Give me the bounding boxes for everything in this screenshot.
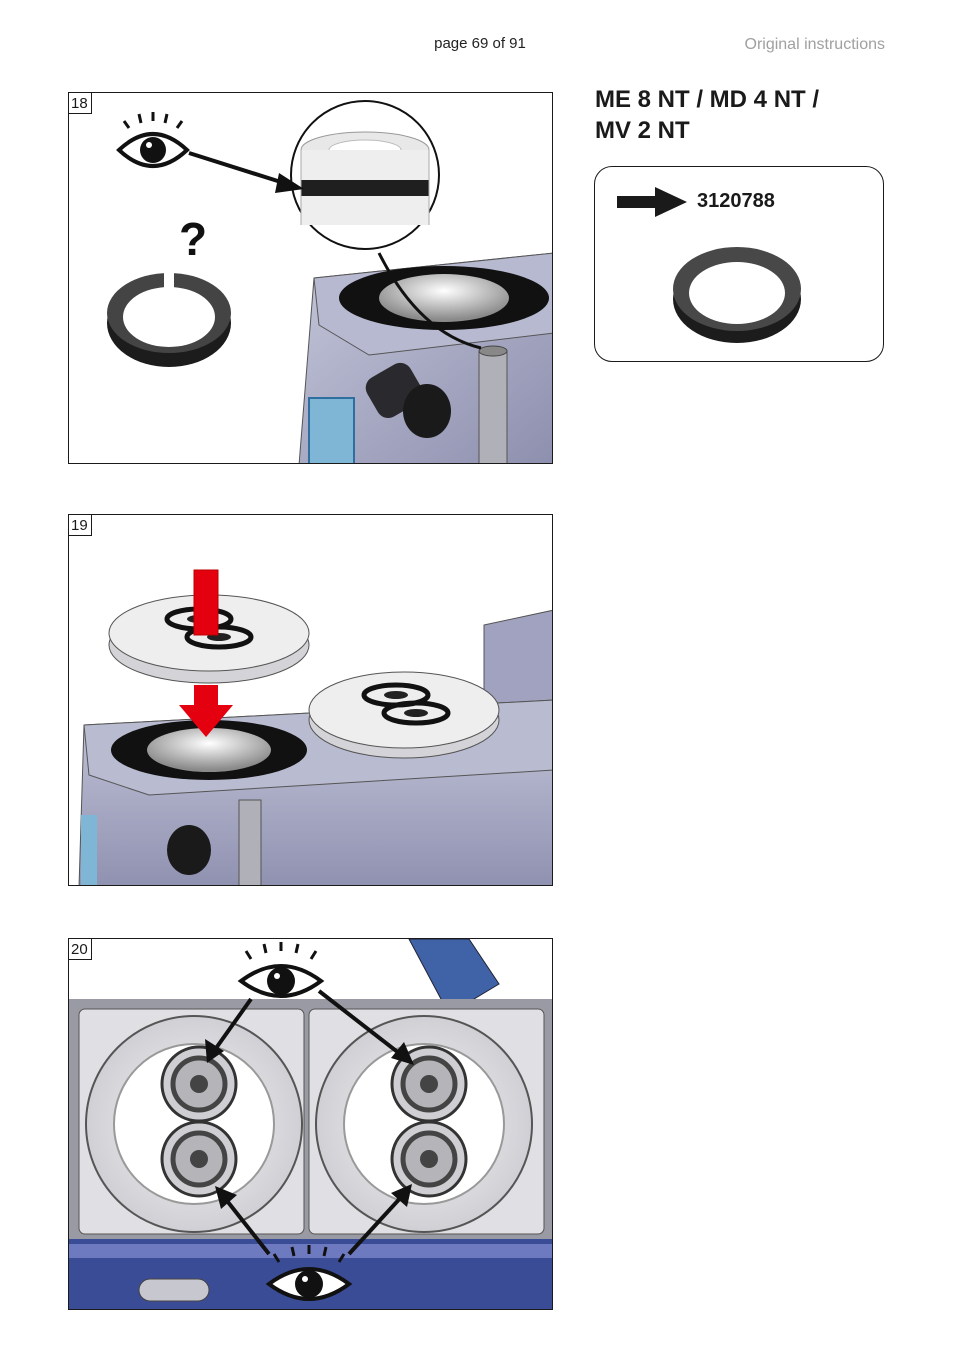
- pump-body: [298, 252, 552, 463]
- eye-icon: [205, 942, 414, 1065]
- figure-18-illustration: ?: [107, 100, 552, 463]
- down-arrow-icon: [179, 569, 233, 737]
- figure-19: 19: [68, 514, 553, 886]
- figure-number: 20: [69, 939, 92, 960]
- spare-part-box: 3120788: [594, 166, 884, 362]
- document-type-label: Original instructions: [744, 36, 886, 53]
- eye-icon: [116, 112, 304, 193]
- sealing-ring-icon: [107, 263, 231, 367]
- figure-20-illustration: [69, 939, 552, 1309]
- valve-plate-icon: [85, 1015, 303, 1233]
- figure-19-illustration: [78, 569, 552, 885]
- part-number: 3120788: [697, 190, 775, 212]
- figure-number: 19: [69, 515, 92, 536]
- magnifier-detail-icon: [290, 100, 482, 350]
- section-title-line: MV 2 NT: [595, 117, 690, 144]
- sealing-ring-icon: [673, 247, 801, 343]
- section-title: ME 8 NT / MD 4 NT / MV 2 NT: [595, 84, 895, 146]
- valve-plate-icon: [308, 671, 500, 759]
- page-number: page 69 of 91: [434, 35, 526, 52]
- arrow-right-icon: [617, 187, 687, 217]
- valve-plate-icon: [315, 1015, 533, 1233]
- eye-icon: [215, 1184, 412, 1301]
- figure-18: 18: [68, 92, 553, 464]
- figure-20: 20: [68, 938, 553, 1310]
- figure-number: 18: [69, 93, 92, 114]
- section-title-line: ME 8 NT / MD 4 NT /: [595, 86, 820, 113]
- question-mark-icon: ?: [179, 213, 207, 265]
